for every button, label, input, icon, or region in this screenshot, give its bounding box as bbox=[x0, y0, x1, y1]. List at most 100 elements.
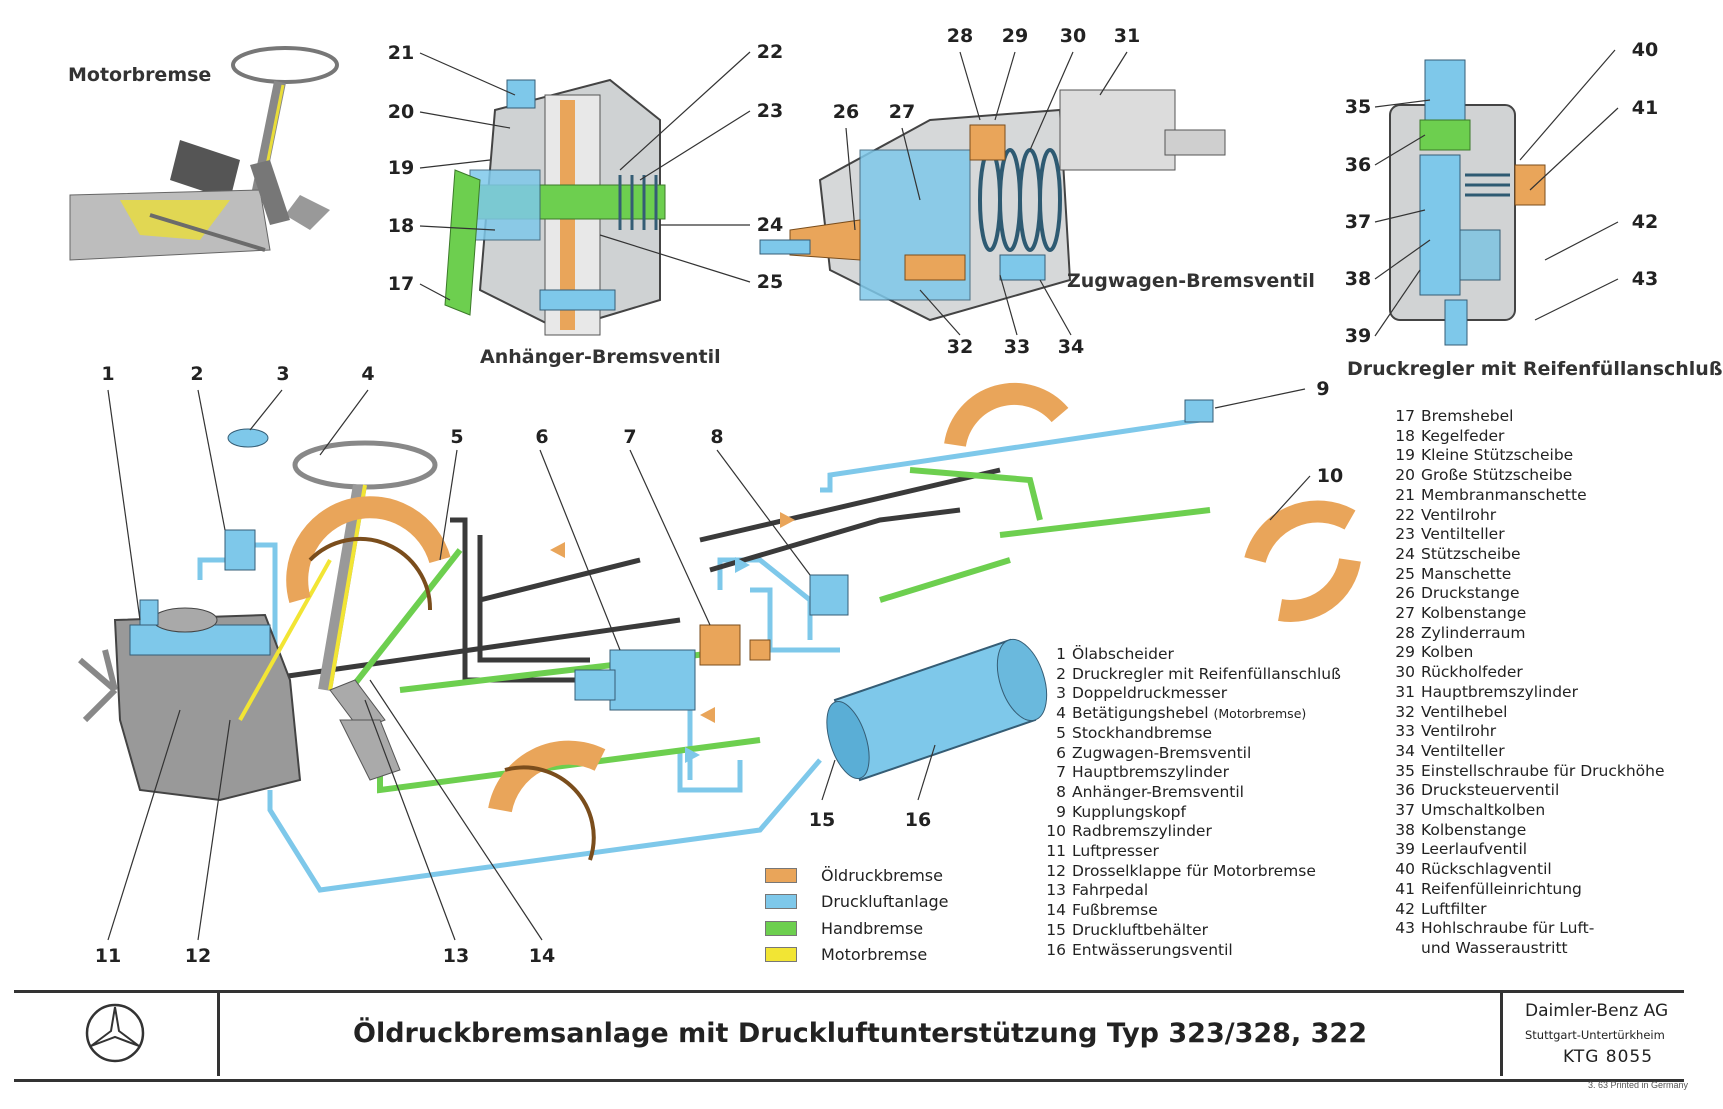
callout-9: 9 bbox=[1316, 378, 1330, 400]
callout-13: 13 bbox=[442, 945, 470, 967]
color-key: Öldruckbremse Druckluftanlage Handbremse… bbox=[765, 862, 949, 968]
callout-29: 29 bbox=[1001, 25, 1029, 47]
color-key-label: Öldruckbremse bbox=[821, 865, 943, 885]
zugwagen-bremsventil-drawing bbox=[759, 89, 1226, 322]
druckregler-label: Druckregler mit Reifenfüllanschluß bbox=[1347, 358, 1723, 380]
callout-23: 23 bbox=[756, 100, 784, 122]
brake-shoe-trailer-drawing bbox=[1244, 500, 1361, 622]
callout-6: 6 bbox=[535, 426, 549, 448]
legend-item: und Wasseraustritt bbox=[1421, 938, 1568, 957]
color-key-oil: Öldruckbremse bbox=[765, 862, 949, 889]
callout-26: 26 bbox=[832, 101, 860, 123]
callout-24: 24 bbox=[756, 214, 784, 236]
callout-34: 34 bbox=[1057, 336, 1085, 358]
color-swatch bbox=[765, 867, 797, 883]
callout-19: 19 bbox=[387, 157, 415, 179]
footer-company-cell: Daimler-Benz AG Stuttgart-Untertürkheim … bbox=[1500, 990, 1687, 1076]
color-key-hand: Handbremse bbox=[765, 915, 949, 942]
callout-30: 30 bbox=[1059, 25, 1087, 47]
brake-system-illustration bbox=[69, 46, 1619, 941]
callout-25: 25 bbox=[756, 271, 784, 293]
callout-22: 22 bbox=[756, 41, 784, 63]
callout-3: 3 bbox=[276, 363, 290, 385]
druckregler-drawing bbox=[1389, 59, 1546, 346]
callout-27: 27 bbox=[888, 101, 916, 123]
color-key-label: Handbremse bbox=[821, 918, 924, 938]
brake-shoe-rear-left-drawing bbox=[488, 740, 606, 861]
callout-1: 1 bbox=[101, 363, 115, 385]
callout-12: 12 bbox=[184, 945, 212, 967]
gauge-3-drawing bbox=[227, 428, 269, 448]
callout-11: 11 bbox=[94, 945, 122, 967]
color-swatch bbox=[765, 947, 797, 963]
callout-33: 33 bbox=[1003, 336, 1031, 358]
valve-8-drawing bbox=[809, 574, 849, 616]
callout-40: 40 bbox=[1631, 39, 1659, 61]
company-name: Daimler-Benz AG bbox=[1525, 1001, 1669, 1021]
callout-38: 38 bbox=[1344, 268, 1372, 290]
callout-35: 35 bbox=[1344, 96, 1372, 118]
mercedes-star-logo bbox=[85, 1003, 145, 1063]
color-key-label: Druckluftanlage bbox=[821, 892, 949, 912]
valve-6-7-drawing bbox=[574, 624, 771, 711]
motorbremse-inset-drawing bbox=[69, 46, 339, 261]
regulator-2-drawing bbox=[224, 529, 256, 571]
air-lines bbox=[197, 417, 1201, 893]
color-key-engine: Motorbremse bbox=[765, 942, 949, 969]
callout-37: 37 bbox=[1344, 211, 1372, 233]
callout-31: 31 bbox=[1113, 25, 1141, 47]
callout-41: 41 bbox=[1631, 97, 1659, 119]
callout-43: 43 bbox=[1631, 268, 1659, 290]
print-note: 3. 63 Printed in Germany bbox=[1588, 1080, 1689, 1090]
color-swatch bbox=[765, 920, 797, 936]
callout-10: 10 bbox=[1316, 465, 1344, 487]
callout-36: 36 bbox=[1344, 154, 1372, 176]
footer-bar bbox=[14, 990, 1684, 1082]
anhaenger-bremsventil-drawing bbox=[444, 78, 666, 336]
engine-drawing bbox=[78, 599, 302, 802]
anhaenger-bremsventil-label: Anhänger-Bremsventil bbox=[480, 346, 721, 368]
callout-42: 42 bbox=[1631, 211, 1659, 233]
footer-title: Öldruckbremsanlage mit Druckluftunterstü… bbox=[353, 1017, 1367, 1049]
callout-leaders bbox=[107, 49, 1619, 941]
callout-17: 17 bbox=[387, 273, 415, 295]
flow-arrows bbox=[550, 512, 795, 723]
callout-20: 20 bbox=[387, 101, 415, 123]
